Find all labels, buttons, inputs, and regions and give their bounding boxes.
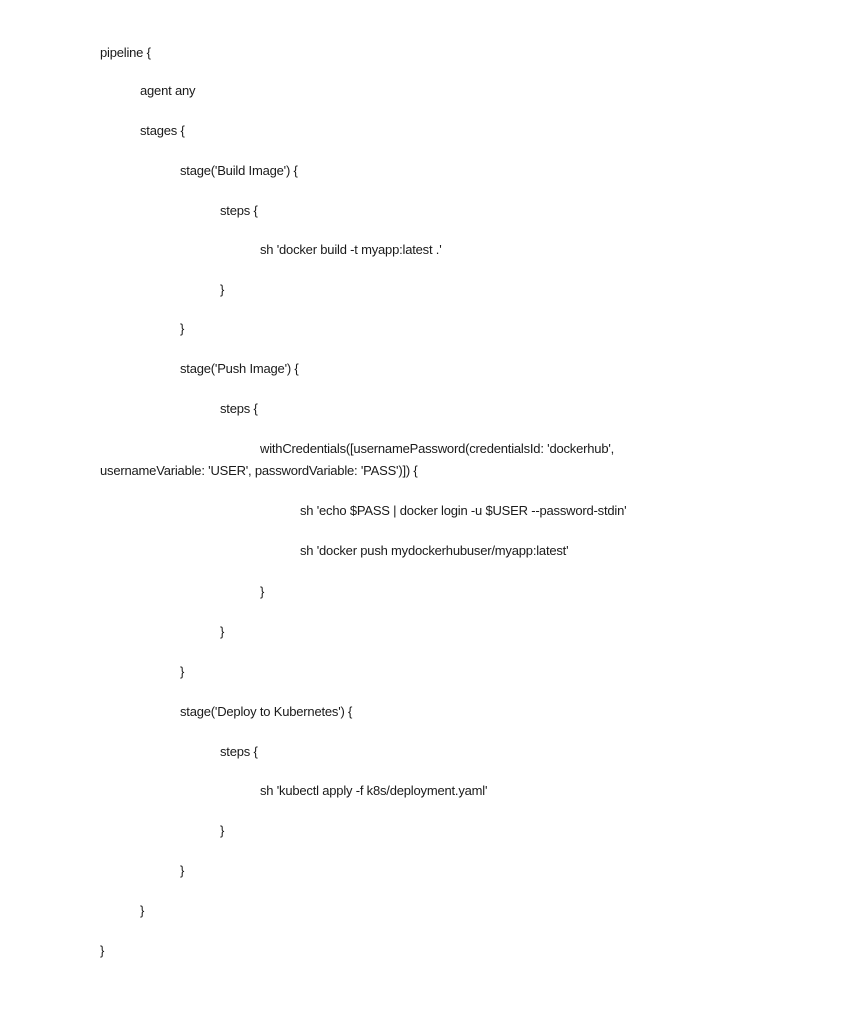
code-line: stage('Push Image') { — [180, 361, 299, 376]
code-line: stage('Build Image') { — [180, 163, 298, 178]
code-line: } — [260, 584, 265, 599]
code-line: } — [220, 823, 225, 838]
code-line: steps { — [220, 744, 258, 759]
code-line: pipeline { — [100, 45, 151, 60]
code-line: } — [100, 943, 105, 958]
code-line: } — [180, 664, 185, 679]
code-line: } — [220, 282, 225, 297]
code-line: } — [180, 863, 185, 878]
code-line: stage('Deploy to Kubernetes') { — [180, 704, 353, 719]
code-line: agent any — [140, 83, 196, 98]
code-line: } — [220, 624, 225, 639]
code-line: steps { — [220, 203, 258, 218]
code-line: sh 'kubectl apply -f k8s/deployment.yaml… — [260, 783, 488, 798]
code-line: } — [140, 903, 145, 918]
code-line: sh 'docker build -t myapp:latest .' — [260, 242, 442, 257]
code-line: sh 'echo $PASS | docker login -u $USER -… — [300, 503, 627, 518]
code-line: usernameVariable: 'USER', passwordVariab… — [100, 463, 418, 478]
code-line: } — [180, 321, 185, 336]
code-line: stages { — [140, 123, 185, 138]
code-line: steps { — [220, 401, 258, 416]
code-line: withCredentials([usernamePassword(creden… — [260, 441, 615, 456]
code-line: sh 'docker push mydockerhubuser/myapp:la… — [300, 543, 569, 558]
